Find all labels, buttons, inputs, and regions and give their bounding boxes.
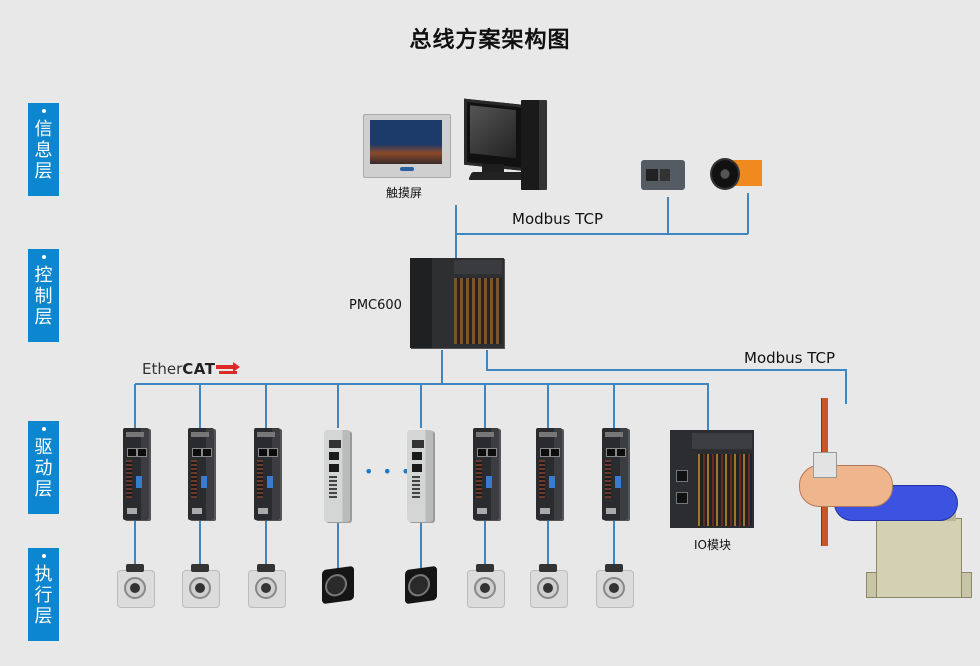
layer-char: 层	[34, 479, 53, 500]
ethercat-bold: CAT	[182, 360, 216, 378]
layer-badge-control: 控 制 层	[28, 249, 59, 342]
servo-drive	[123, 428, 149, 520]
servo-motor	[117, 564, 155, 608]
ethercat-label: EtherCAT	[142, 360, 241, 378]
ethernet-port-icon	[676, 492, 688, 504]
servo-motor	[596, 564, 634, 608]
pmc600-controller	[410, 258, 504, 348]
ethernet-port-icon	[676, 470, 688, 482]
plc-label: PMC600	[349, 298, 402, 313]
layer-char: 驱	[34, 437, 53, 458]
ethercat-prefix: Ether	[142, 360, 183, 378]
layer-char: 信	[34, 119, 53, 140]
ethercat-arrow-icon	[216, 361, 241, 375]
servo-motor	[248, 564, 286, 608]
layer-char: 行	[34, 585, 53, 606]
computer-tower	[521, 100, 547, 190]
scanner-window	[660, 169, 670, 181]
layer-badge-execute: 执 行 层	[28, 548, 59, 641]
camera-lens-icon	[710, 158, 740, 190]
bullet-icon	[41, 109, 46, 113]
layer-char: 制	[34, 286, 53, 307]
layer-char: 层	[34, 307, 53, 328]
servo-motor	[182, 564, 220, 608]
servo-drive	[188, 428, 214, 520]
layer-char: 控	[34, 265, 53, 286]
barcode-scanner-device	[641, 160, 685, 190]
servo-drive	[254, 428, 280, 520]
scanner-lens	[646, 169, 658, 181]
layer-char: 息	[34, 140, 53, 161]
servo-motor	[467, 564, 505, 608]
touch-screen-label: 触摸屏	[386, 186, 423, 200]
servo-drive	[536, 428, 562, 520]
layer-char: 层	[34, 161, 53, 182]
touch-screen-device	[363, 114, 451, 178]
stepper-drive	[324, 430, 350, 522]
wire-modbus-robot	[486, 350, 847, 404]
layer-badge-drive: 驱 动 层	[28, 421, 59, 514]
layer-badge-info: 信 息 层	[28, 103, 59, 196]
monitor-screen	[470, 105, 516, 159]
robot-base	[876, 518, 962, 598]
layer-char: 动	[34, 458, 53, 479]
plc-module-left	[410, 258, 432, 348]
plc-status-bar	[454, 260, 502, 274]
hmi-screen	[370, 120, 442, 164]
servo-drive	[602, 428, 628, 520]
industrial-camera-device	[710, 158, 762, 190]
servo-motor	[530, 564, 568, 608]
servo-drive	[473, 428, 499, 520]
layer-char: 层	[34, 606, 53, 627]
robot-collar	[813, 452, 837, 478]
bullet-icon	[41, 554, 46, 558]
layer-char: 执	[34, 564, 53, 585]
page-title: 总线方案架构图	[409, 28, 571, 53]
desktop-monitor	[464, 98, 528, 172]
bullet-icon	[41, 255, 46, 259]
io-module-label: IO模块	[694, 538, 731, 552]
io-module	[670, 430, 754, 528]
modbus-tcp-label-info: Modbus TCP	[512, 210, 604, 228]
stepper-motor	[405, 565, 437, 605]
bullet-icon	[41, 427, 46, 431]
brand-logo-icon	[400, 167, 414, 171]
wire-ethercat-bus	[135, 383, 709, 430]
keyboard-icon	[468, 172, 526, 180]
plc-io-terminals	[454, 278, 502, 344]
stepper-motor	[322, 565, 354, 605]
ellipsis-more-drives: • • •	[364, 462, 413, 481]
modbus-tcp-label-robot: Modbus TCP	[744, 349, 836, 367]
stepper-drive	[407, 430, 433, 522]
